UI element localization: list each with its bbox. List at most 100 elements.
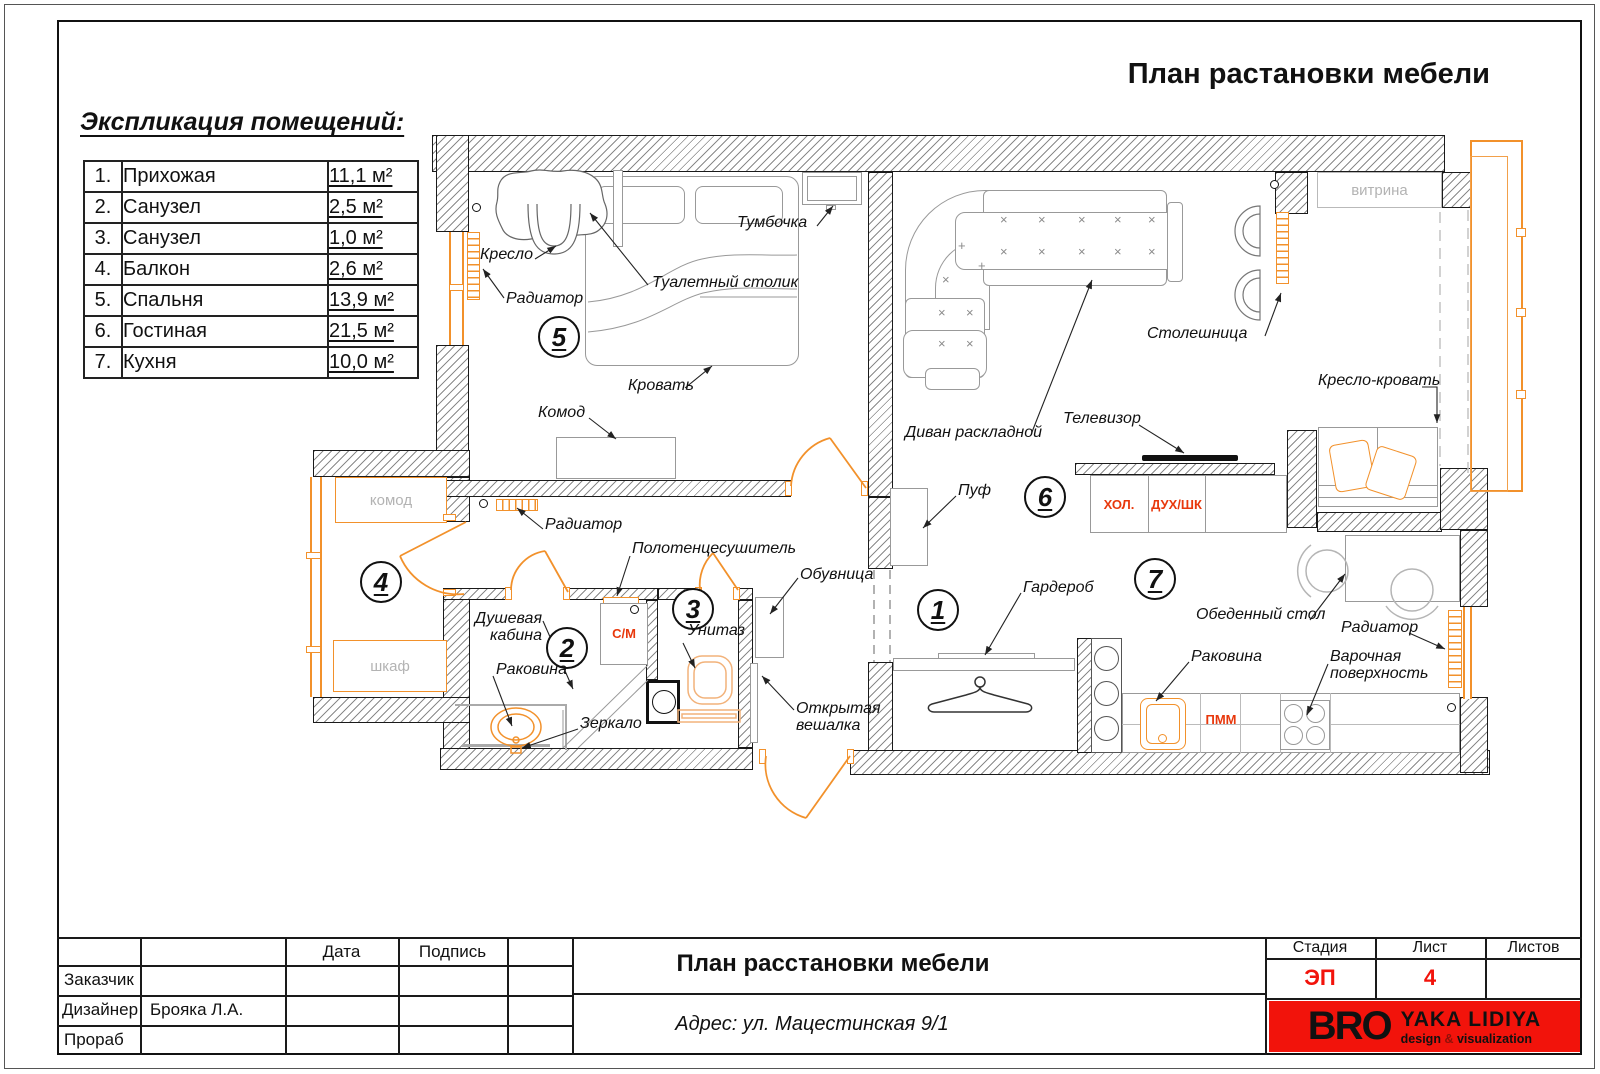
- room-area: 1,0 м²: [327, 222, 419, 255]
- stitch-mark: ×: [1148, 244, 1156, 259]
- wall-balcony-right-lower: [443, 592, 470, 770]
- sheet-value: 4: [1423, 965, 1437, 990]
- grid-line: [57, 1025, 572, 1027]
- armchair-bed-line: [1318, 497, 1438, 498]
- door-jamb: [443, 589, 456, 596]
- wall-bedroom-left-lower: [436, 345, 469, 455]
- label-radiator-kitchen: Радиатор: [1341, 619, 1419, 636]
- window-balcony: [310, 477, 322, 697]
- room-marker-6: 6: [1024, 476, 1066, 518]
- wall-living-left: [868, 172, 893, 497]
- stitch-mark: ×: [1078, 244, 1086, 259]
- room-marker-1: 1: [917, 589, 959, 631]
- counter-divider: [1240, 693, 1241, 753]
- signature-column-header: Подпись: [418, 942, 487, 961]
- dresser-balcony: комод: [335, 477, 447, 523]
- designer-name: Брояка Л.А.: [150, 1000, 244, 1019]
- door-jamb: [443, 514, 456, 521]
- logo-name-block: YAKA LIDIYA design & visualization: [1401, 1008, 1542, 1046]
- room-area: 2,5 м²: [327, 191, 419, 224]
- wall-hall-kitchen-divider: [1077, 638, 1092, 753]
- grid-line: [1265, 958, 1582, 960]
- stitch-mark: ×: [1000, 212, 1008, 227]
- label-nightstand: Тумбочка: [737, 214, 808, 231]
- counter-divider: [1330, 693, 1331, 753]
- designer-label: Дизайнер: [62, 1000, 139, 1019]
- marker-dot: [1447, 703, 1456, 712]
- sheet-header: Лист: [1412, 939, 1448, 956]
- room-name: Гостиная: [121, 315, 329, 348]
- grid-line: [1485, 937, 1487, 998]
- room-area: 10,0 м²: [327, 346, 419, 379]
- wall-vitrina-right: [1442, 172, 1472, 208]
- bath-counter-side: [565, 704, 567, 750]
- tv: [1142, 455, 1238, 461]
- label-wardrobe: Гардероб: [1023, 579, 1094, 596]
- burner: [1306, 726, 1325, 745]
- stitch-mark: ×: [966, 336, 974, 351]
- loggia-tick: [1516, 390, 1526, 399]
- customer-label: Заказчик: [64, 970, 134, 989]
- door-jamb: [563, 587, 570, 600]
- label-armchair: Кресло: [480, 246, 533, 263]
- stitch-mark: ×: [1000, 244, 1008, 259]
- stitch-mark: ×: [938, 336, 946, 351]
- label-bath-sink: Раковина: [496, 661, 567, 678]
- kitchen-tall-units: [1090, 475, 1287, 533]
- window-tick: [306, 646, 321, 653]
- sheet-outer-border: [4, 4, 1595, 1069]
- document-title: План расстановки мебели: [676, 950, 990, 977]
- room-area: 2,6 м²: [327, 253, 419, 286]
- stitch-mark: ×: [1114, 244, 1122, 259]
- label-dresser: Комод: [538, 404, 586, 421]
- grid-line: [57, 995, 572, 997]
- grid-line: [57, 965, 572, 967]
- unit-divider: [1205, 475, 1206, 533]
- stitch-mark: ×: [1038, 244, 1046, 259]
- window-tick: [306, 552, 321, 559]
- wardrobe-hall: [893, 658, 1075, 671]
- loggia-frame-inner: [1470, 156, 1508, 492]
- wardrobe-balcony: шкаф: [333, 640, 447, 692]
- room-area: 11,1 м²: [327, 160, 419, 193]
- dresser-balcony-label: комод: [369, 491, 413, 509]
- wall-bedroom-left-upper: [436, 135, 469, 232]
- wall-bath-bottom: [440, 748, 753, 770]
- bath-counter-edge: [455, 704, 567, 706]
- nightstand-knob: [826, 205, 836, 210]
- sofa-foot: [925, 368, 980, 390]
- label-open-hanger: Открытая вешалка: [796, 700, 881, 734]
- sofa-cushion-top: [955, 212, 1180, 270]
- mirror: [462, 744, 550, 747]
- stitch-mark: ×: [1114, 212, 1122, 227]
- room-area: 21,5 м²: [327, 315, 419, 348]
- pillow: [597, 186, 685, 224]
- wardrobe-hall-top: [938, 653, 1035, 659]
- vitrina-label: витрина: [1351, 181, 1408, 199]
- pillow: [695, 186, 783, 224]
- stitch-mark: ×: [966, 305, 974, 320]
- label-mirror: Зеркало: [580, 715, 642, 732]
- wall-kitchen-right-upper: [1460, 530, 1488, 607]
- label-dining-table: Обеденный стол: [1196, 606, 1326, 623]
- door-jamb: [847, 749, 854, 764]
- burner: [1306, 704, 1325, 723]
- washing-machine: С/М: [600, 603, 648, 665]
- label-cooktop: Варочная поверхность: [1330, 648, 1429, 682]
- room-marker-7: 7: [1134, 558, 1176, 600]
- marker-dot: [1270, 180, 1279, 189]
- wall-niche-left: [1287, 430, 1317, 528]
- pouf: [890, 488, 928, 566]
- window-kitchen: [1463, 607, 1472, 699]
- stage-value: ЭП: [1304, 965, 1336, 990]
- stitch-mark: ×: [1038, 212, 1046, 227]
- logo-tagline: design & visualization: [1400, 1031, 1532, 1046]
- room-name: Кухня: [121, 346, 329, 379]
- stitch-mark: ×: [938, 305, 946, 320]
- burner: [1284, 704, 1303, 723]
